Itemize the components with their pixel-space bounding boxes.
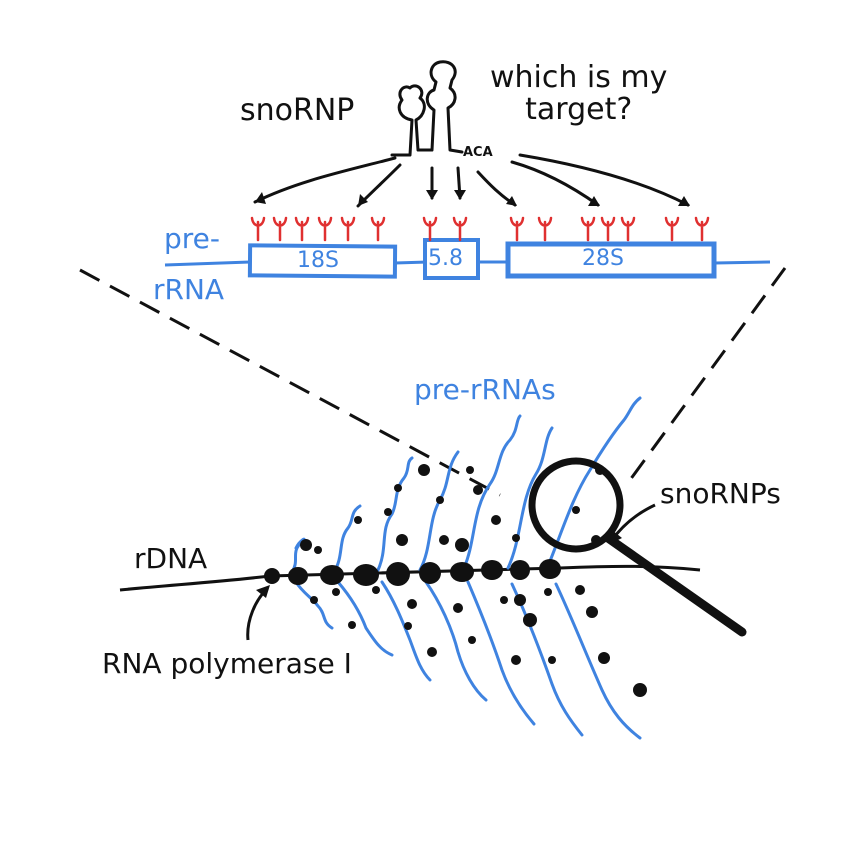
rdna-label: rDNA xyxy=(134,542,208,575)
rna-polymerase-label: RNA polymerase I xyxy=(102,647,352,680)
zoom-lines xyxy=(79,267,787,497)
rna-polymerase-beads xyxy=(264,559,561,586)
box-18s-label: 18S xyxy=(297,248,339,273)
pre-rrna-strand xyxy=(164,260,771,267)
pre-rrna-label-top: pre- xyxy=(164,222,220,255)
snornp-dots xyxy=(300,464,647,697)
modification-sites xyxy=(250,216,710,242)
box-5-8-label: 5.8 xyxy=(428,246,463,271)
snornp-hairpin-icon xyxy=(390,60,464,157)
snornps-label: snoRNPs xyxy=(660,477,781,510)
snornp-label: snoRNP xyxy=(240,93,355,128)
pre-rrna-label-bottom: rRNA xyxy=(153,273,225,306)
target-arrows xyxy=(253,153,690,208)
box-5-8 xyxy=(423,238,480,280)
pre-rrnas-label: pre-rRNAs xyxy=(414,373,556,406)
arrow-heads xyxy=(255,190,690,206)
aca-label: ACA xyxy=(463,145,493,160)
rna-pol-pointer-head xyxy=(256,585,270,598)
rna-pol-pointer-arrow xyxy=(246,588,268,641)
magnifying-glass-icon xyxy=(528,457,747,637)
box-18s xyxy=(247,243,398,279)
pre-rrna-transcripts xyxy=(290,396,642,740)
snornps-pointer-head xyxy=(610,530,622,544)
box-28s-label: 28S xyxy=(582,246,624,271)
question-label: which is my target? xyxy=(490,60,668,127)
box-28s xyxy=(505,241,717,279)
